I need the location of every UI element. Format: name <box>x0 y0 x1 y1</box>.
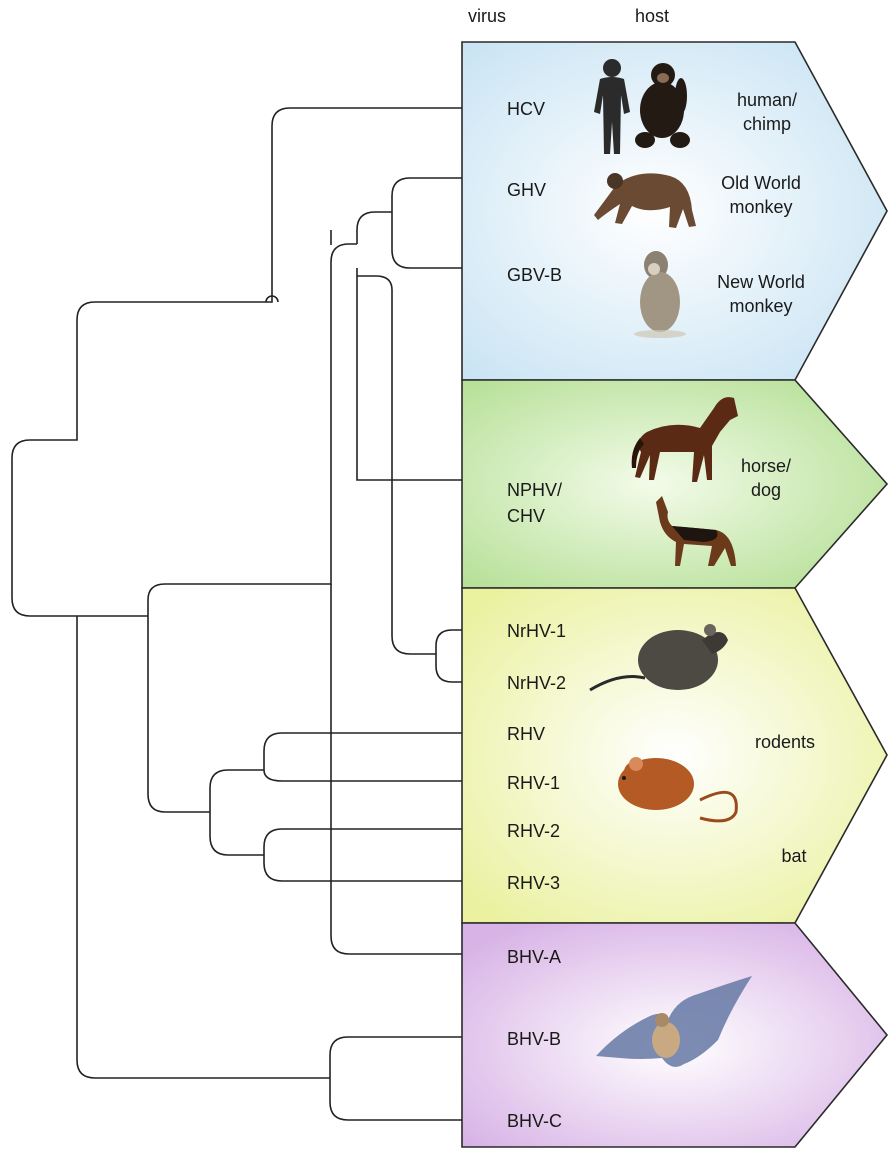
virus-header: virus <box>468 6 506 26</box>
virus-label: NrHV-1 <box>507 621 566 641</box>
virus-label: BHV-B <box>507 1029 561 1049</box>
host-label: bat <box>781 846 806 866</box>
virus-label: HCV <box>507 99 545 119</box>
phylogenetic-tree <box>12 108 462 1120</box>
host-header: host <box>635 6 669 26</box>
virus-label: RHV-1 <box>507 773 560 793</box>
virus-label: BHV-C <box>507 1111 562 1131</box>
virus-label: GHV <box>507 180 546 200</box>
virus-label: RHV-3 <box>507 873 560 893</box>
virus-label: NrHV-2 <box>507 673 566 693</box>
virus-label: BHV-A <box>507 947 561 967</box>
host-label: rodents <box>755 732 815 752</box>
virus-label: RHV <box>507 724 545 744</box>
virus-label: RHV-2 <box>507 821 560 841</box>
virus-label: GBV-B <box>507 265 562 285</box>
branch-hcv <box>272 108 462 262</box>
